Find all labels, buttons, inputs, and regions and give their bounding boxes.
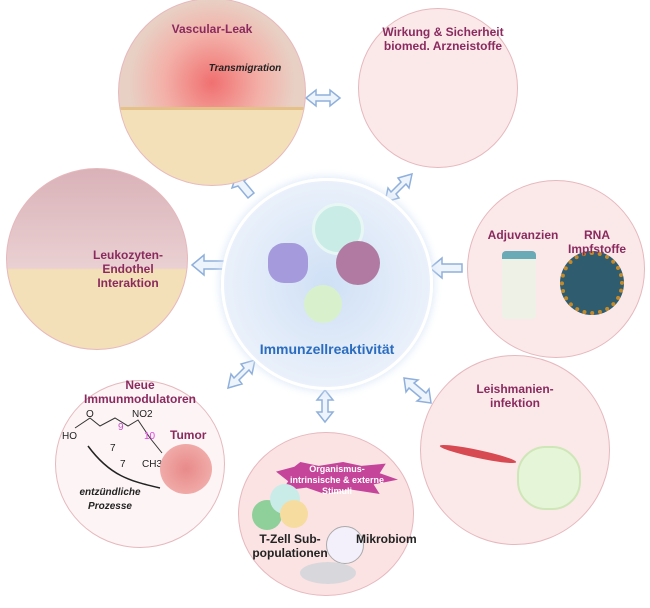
center-title: Immunzellreaktivität	[259, 341, 395, 357]
left-arrow-icon	[190, 253, 225, 277]
wirkung-title: Wirkung & Sicherheit biomed. Arzneistoff…	[382, 25, 504, 53]
double-arrow-icon	[315, 388, 335, 424]
subscript-7: 7	[120, 459, 126, 470]
double-arrow-icon	[227, 358, 256, 390]
panel-adjuvanzien	[467, 180, 645, 358]
rna-title: RNA Impfstoffe	[568, 228, 626, 256]
stimuli-label: Organismus-intrinsische & externe Stimul…	[289, 464, 385, 496]
cell-icon	[304, 285, 342, 323]
tumor-label: Tumor	[170, 428, 207, 442]
tcell-label: T-Zell Sub-populationen	[252, 532, 328, 560]
cell-icon	[336, 241, 380, 285]
double-arrow-icon	[304, 88, 342, 108]
left-arrow-icon	[428, 256, 463, 280]
vascular-title: Vascular-Leak	[171, 22, 253, 36]
neue-title: Neue Immunmodulatoren	[83, 378, 196, 406]
panel-vascular-leak	[118, 0, 306, 186]
rna-vaccine-icon	[560, 251, 624, 315]
double-arrow-icon	[403, 377, 432, 404]
leukozyten-title: Leukozyten-Endothel Interaktion	[92, 248, 163, 290]
o-label: O	[86, 409, 94, 420]
panel-wirkung	[358, 8, 518, 168]
tumor-icon	[160, 444, 212, 494]
process-label: entzündliche Prozesse	[79, 487, 141, 512]
vial-icon	[502, 251, 536, 319]
position-9: 9	[118, 422, 124, 433]
adjuvanzien-title: Adjuvanzien	[487, 228, 559, 242]
leish-title: Leishmanien-infektion	[476, 382, 554, 410]
mikrobiom-label: Mikrobiom	[356, 532, 417, 546]
center-immune-cells: Immunzellreaktivität	[221, 178, 433, 390]
position-10: 10	[144, 431, 156, 442]
no2-label: NO2	[132, 409, 153, 420]
endothelium	[119, 107, 305, 185]
parasite-icon	[439, 441, 517, 467]
double-arrow-icon	[384, 172, 413, 204]
oh-label: HO	[62, 431, 77, 442]
mouse-icon	[300, 562, 356, 584]
panel-leishmanien	[420, 355, 610, 545]
panel-leukozyten	[6, 168, 188, 350]
transmigration-label: Transmigration	[208, 63, 282, 74]
microbiome-icon	[326, 526, 364, 564]
subscript-7: 7	[110, 443, 116, 454]
cell-icon	[268, 243, 308, 283]
macrophage-icon	[517, 446, 581, 510]
tcell-icon	[280, 500, 308, 528]
ch3-label: CH3	[142, 459, 163, 470]
